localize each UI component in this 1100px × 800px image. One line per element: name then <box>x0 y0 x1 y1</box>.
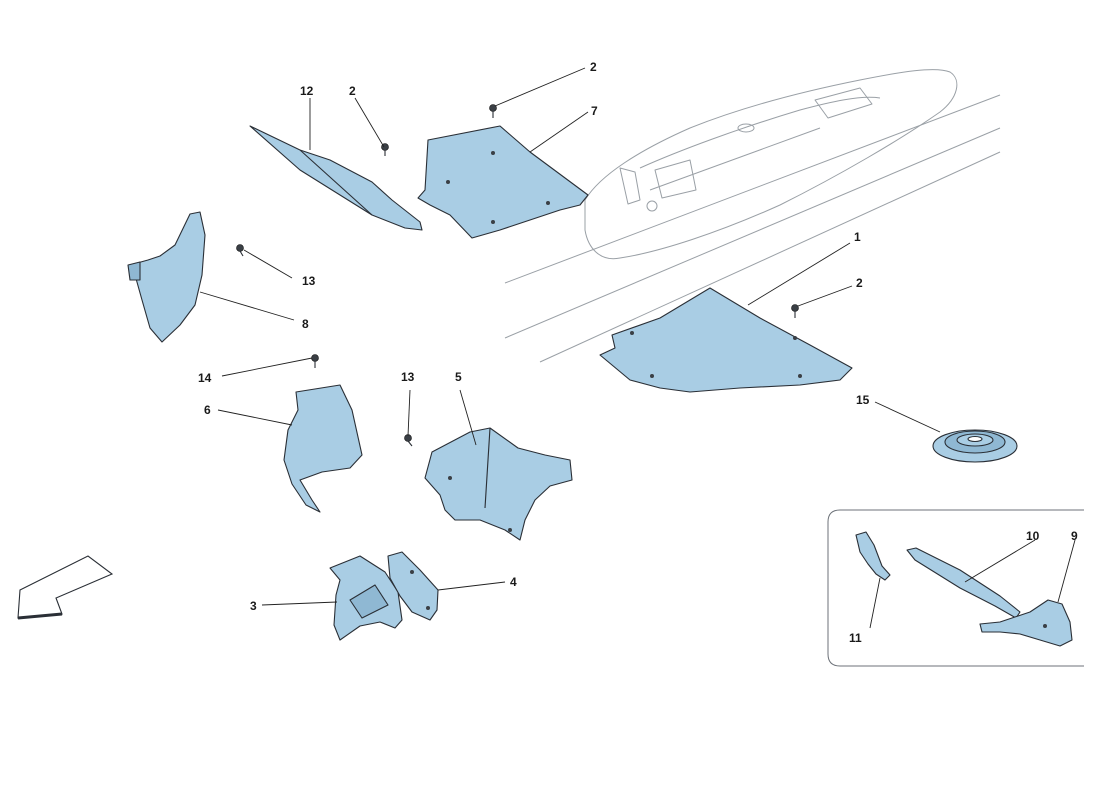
callout-2-b: 2 <box>590 60 597 74</box>
car-body-outline <box>504 69 1001 363</box>
callout-10: 10 <box>1026 529 1040 543</box>
callout-13-b: 13 <box>401 370 415 384</box>
callout-7: 7 <box>591 104 598 118</box>
inset-detail <box>827 509 1084 667</box>
callout-15: 15 <box>856 393 870 407</box>
callout-13-a: 13 <box>302 274 316 288</box>
callout-12: 12 <box>300 84 314 98</box>
part-7-floor-panel <box>417 125 589 239</box>
part-10-strip <box>906 547 1021 619</box>
front-direction-arrow-icon <box>17 555 114 620</box>
part-4-plate <box>387 551 439 621</box>
part-5-bracket-shield <box>424 427 573 541</box>
callout-8: 8 <box>302 317 309 331</box>
part-1-floor-panel <box>599 287 853 393</box>
part-15-sealing-tape-roll <box>932 429 1018 463</box>
callout-labels: 12 2 2 7 1 2 13 8 14 6 13 5 15 4 3 11 10… <box>198 60 1078 645</box>
part-3-bracket <box>329 555 403 641</box>
fastener-screws <box>236 104 799 447</box>
callout-14: 14 <box>198 371 212 385</box>
callout-3: 3 <box>250 599 257 613</box>
callout-2-c: 2 <box>856 276 863 290</box>
part-11-clip <box>855 531 891 581</box>
part-8-side-shield <box>127 211 206 343</box>
part-9-bracket <box>979 599 1073 647</box>
callout-2-a: 2 <box>349 84 356 98</box>
callout-1: 1 <box>854 230 861 244</box>
leader-lines <box>199 67 941 606</box>
callout-6: 6 <box>204 403 211 417</box>
callout-9: 9 <box>1071 529 1078 543</box>
part-12-panel <box>249 125 423 231</box>
callout-4: 4 <box>510 575 517 589</box>
callout-5: 5 <box>455 370 462 384</box>
callout-11: 11 <box>849 631 862 645</box>
part-6-curved-guard <box>283 384 363 513</box>
